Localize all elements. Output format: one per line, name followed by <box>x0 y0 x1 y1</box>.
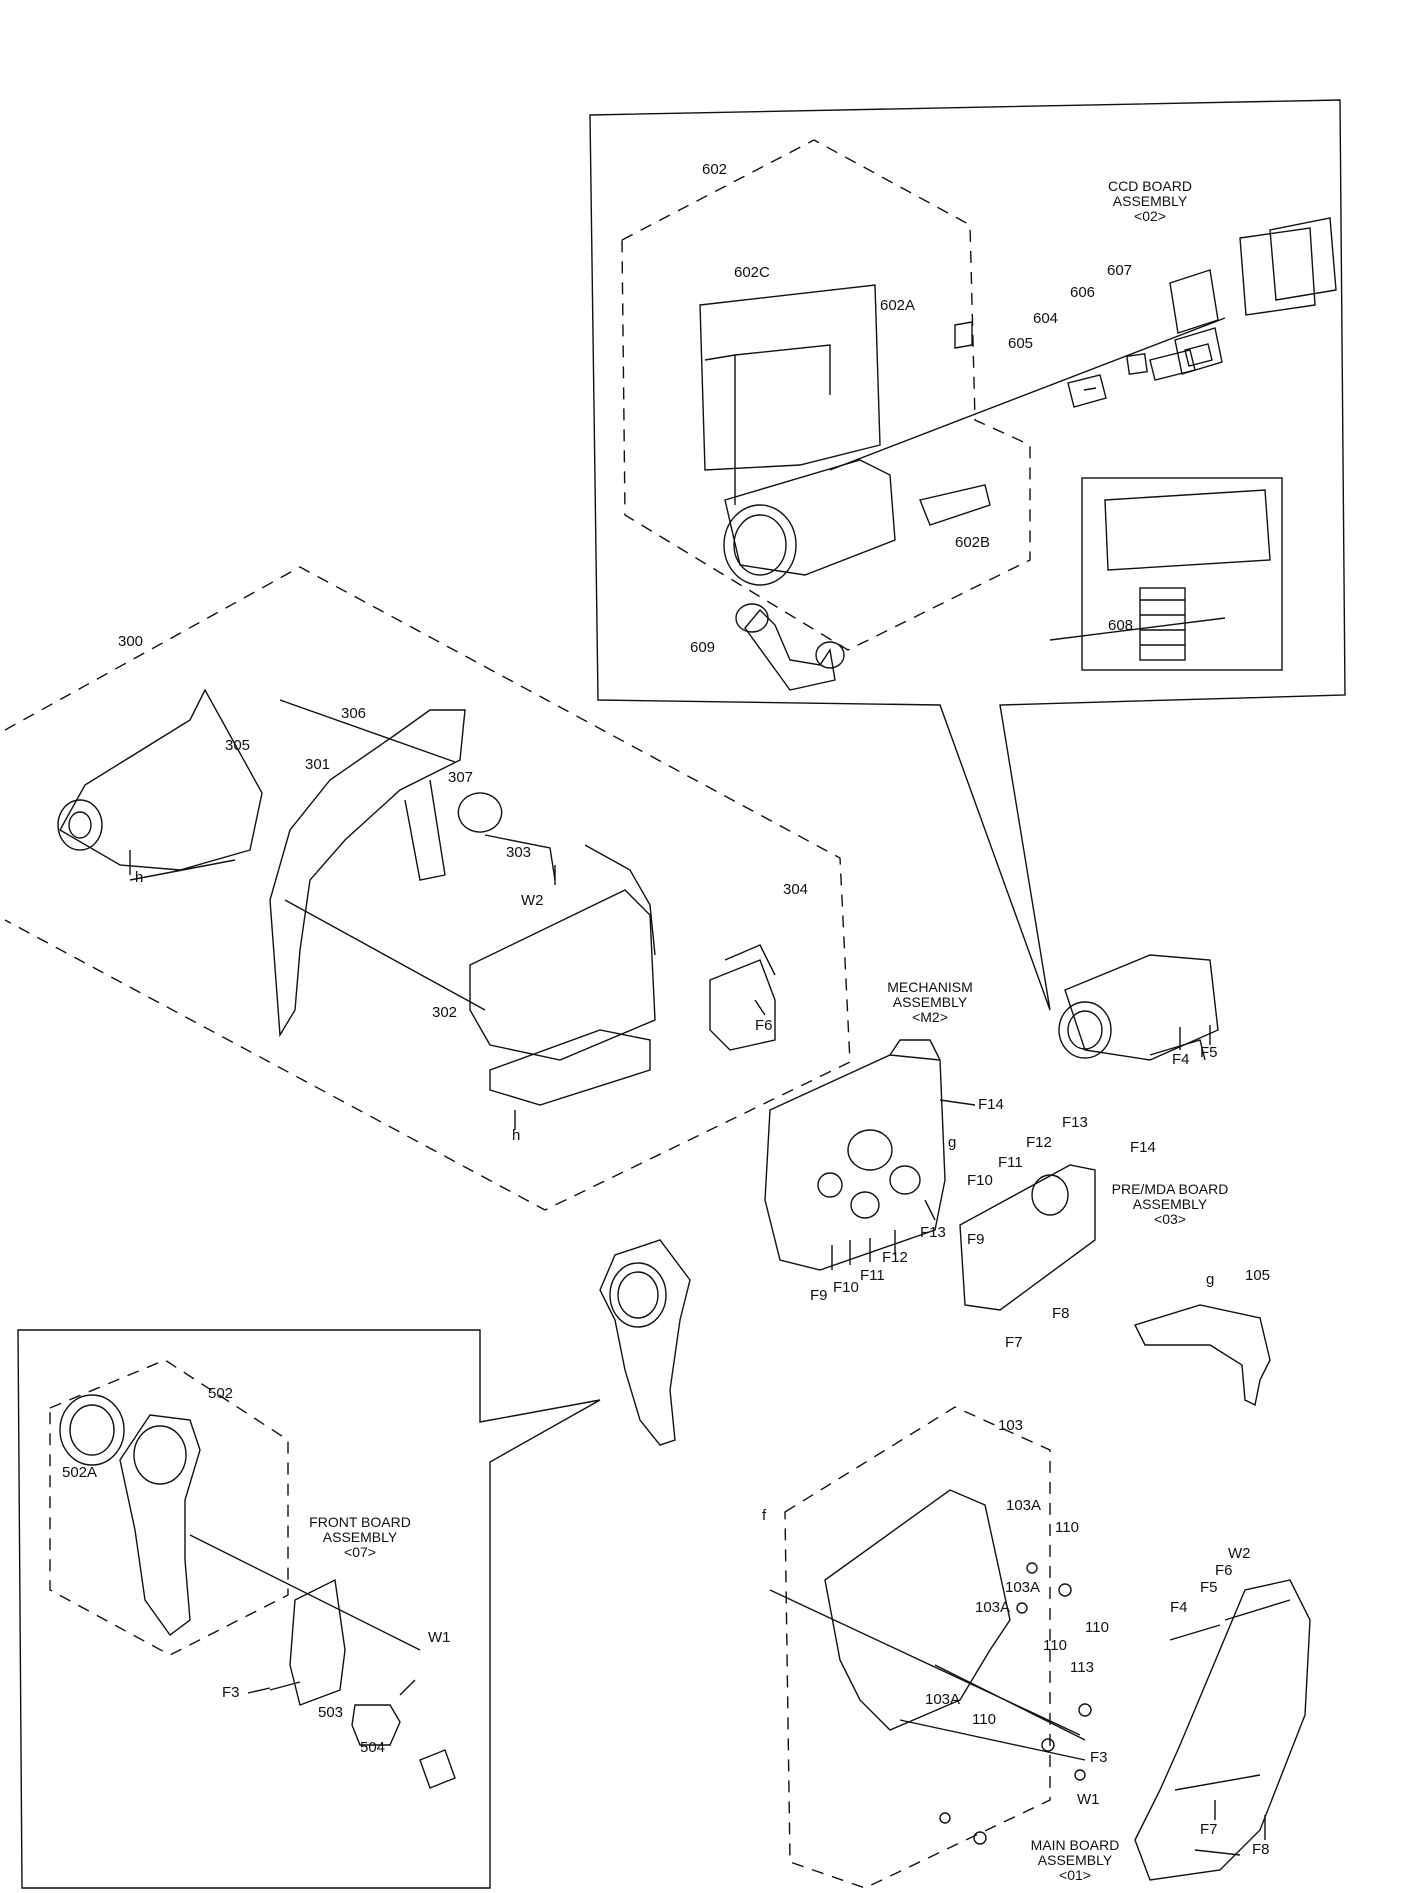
top-callout-frame <box>589 99 1346 1011</box>
connector-label: W2 <box>521 892 544 909</box>
group-300-outline <box>4 566 851 1211</box>
connector-label: W1 <box>1077 1791 1100 1808</box>
frame-103 <box>824 1489 1011 1731</box>
front-board-07 <box>289 1578 346 1706</box>
part-303-ring <box>457 792 503 833</box>
connector-label: F3 <box>222 1684 240 1701</box>
part-304-block <box>709 959 776 1051</box>
part-label: 502A <box>62 1464 98 1481</box>
connector-label: F11 <box>998 1154 1023 1171</box>
connector-label: F7 <box>1005 1334 1023 1351</box>
part-label: 103A <box>925 1691 961 1708</box>
part-label: 604 <box>1033 310 1059 327</box>
part-label: 502 <box>208 1385 234 1402</box>
part-label: 105 <box>1245 1267 1271 1284</box>
lens-frame-602 <box>699 284 881 471</box>
part-label: 609 <box>690 639 716 656</box>
part-label: 602A <box>880 297 916 314</box>
connector-label: F6 <box>1215 1562 1233 1579</box>
part-label: 110 <box>1043 1637 1067 1654</box>
connector-label: F4 <box>1172 1051 1190 1068</box>
connector-label: W1 <box>428 1629 451 1646</box>
part-label: 301 <box>305 756 331 773</box>
connector-label: g <box>948 1134 957 1151</box>
part-label: 305 <box>225 737 251 754</box>
part-label: 608 <box>1108 617 1134 634</box>
part-label: 103A <box>1005 1579 1041 1596</box>
connector-label: F10 <box>967 1172 993 1189</box>
part-label: 602 <box>702 161 728 178</box>
part-label: 300 <box>118 633 144 650</box>
connector-label: F12 <box>882 1249 908 1266</box>
part-label: 602B <box>955 534 991 551</box>
part-label: 110 <box>972 1711 996 1728</box>
group-103-outline <box>784 1406 1051 1889</box>
connector-label: g <box>1206 1271 1215 1288</box>
connector-label: F13 <box>920 1224 946 1241</box>
connector-label: F14 <box>978 1096 1004 1113</box>
connector-label: F14 <box>1130 1139 1156 1156</box>
connector-label: F5 <box>1200 1579 1218 1596</box>
part-label: 503 <box>318 1704 344 1721</box>
part-label: 113 <box>1070 1659 1094 1676</box>
part-label: 504 <box>360 1739 386 1756</box>
connector-label: F12 <box>1026 1134 1052 1151</box>
part-label: 607 <box>1107 262 1133 279</box>
connector-label: f <box>762 1507 767 1524</box>
pre-mda-board-03 <box>959 1164 1096 1311</box>
part-label: 110 <box>1085 1619 1109 1636</box>
connector-label: W2 <box>1228 1545 1251 1562</box>
part-305-frame <box>59 688 263 871</box>
connector-label: h <box>512 1127 521 1144</box>
group-502-outline <box>49 1359 289 1656</box>
ccd-board-02 <box>1269 217 1337 301</box>
part-label: 302 <box>432 1004 458 1021</box>
part-label: 307 <box>448 769 474 786</box>
part-label: 602C <box>734 264 770 281</box>
left-callout-frame <box>17 1329 601 1889</box>
inset-608-frame <box>1081 477 1283 671</box>
part-301-frame <box>269 709 466 1038</box>
connector-label: F9 <box>967 1231 985 1248</box>
part-label: 304 <box>783 881 809 898</box>
part-302-chassis <box>469 889 656 1061</box>
connector-label: F3 <box>1090 1749 1108 1766</box>
part-label: 103A <box>1006 1497 1042 1514</box>
connector-label: F10 <box>833 1279 859 1296</box>
connector-label: F9 <box>810 1287 828 1304</box>
connector-label: F5 <box>1200 1044 1218 1061</box>
main-board-01 <box>1134 1579 1311 1881</box>
part-306-strip <box>279 699 456 763</box>
connector-label: F8 <box>1052 1305 1070 1322</box>
connector-label: F7 <box>1200 1821 1218 1838</box>
connector-label: F6 <box>755 1017 773 1034</box>
connector-label: F4 <box>1170 1599 1188 1616</box>
connector-label: F11 <box>860 1267 885 1284</box>
part-label: 103A <box>975 1599 1011 1616</box>
connector-label: F13 <box>1062 1114 1088 1131</box>
connector-label: h <box>135 869 144 886</box>
part-label: 306 <box>341 705 367 722</box>
connector-label: F8 <box>1252 1841 1270 1858</box>
part-label: 606 <box>1070 284 1096 301</box>
group-602-outline <box>621 139 1031 651</box>
part-label: 303 <box>506 844 532 861</box>
part-label: 103 <box>998 1417 1024 1434</box>
mechanism-m2 <box>764 1054 946 1271</box>
part-label: 110 <box>1055 1519 1079 1536</box>
part-label: 605 <box>1008 335 1034 352</box>
